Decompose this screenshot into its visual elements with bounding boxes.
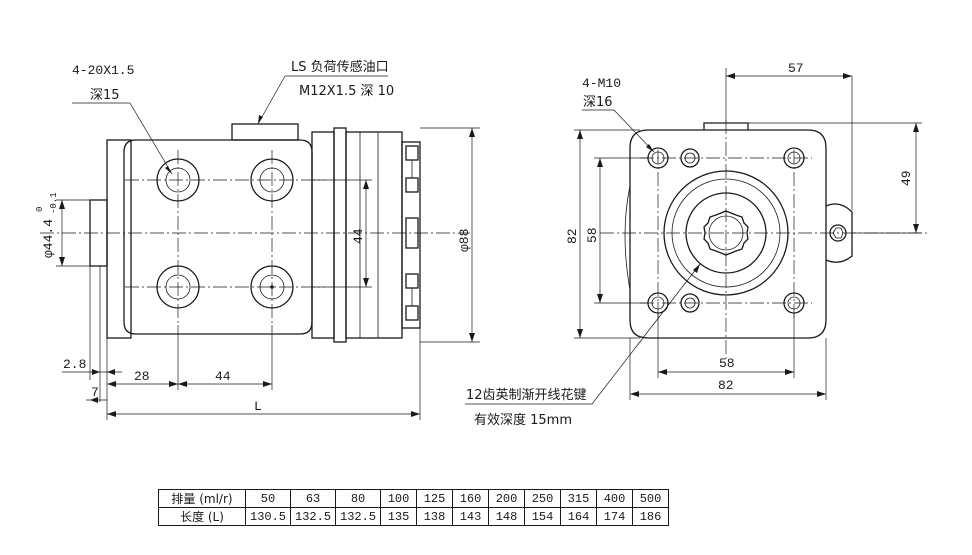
table-cell: 148: [488, 507, 526, 526]
dim-inner-44: 44: [351, 228, 366, 244]
table-row-displacement: 排量 (ml/r) 50 63 80 100 125 160 200 250 3…: [158, 489, 670, 508]
table-cell: 130.5: [244, 507, 292, 526]
table-cell: 186: [632, 507, 670, 526]
table-cell: 50: [244, 489, 292, 508]
dim-dia-44-4: φ44.4: [41, 219, 56, 258]
ls-callout-line1: LS 负荷传感油口: [291, 59, 389, 75]
table-cell: 125: [416, 489, 454, 508]
table-row-length: 长度 (L) 130.5 132.5 132.5 135 138 143 148…: [158, 507, 670, 526]
table-cell: 250: [524, 489, 562, 508]
right-view: 4-M10 深16 57 49 82 58: [465, 61, 930, 428]
dim-L: L: [254, 399, 262, 414]
table-cell: 164: [560, 507, 598, 526]
thread-callout-line1: 4-20X1.5: [72, 63, 134, 78]
table-cell: 138: [416, 507, 454, 526]
table-cell: 143: [452, 507, 490, 526]
left-view: 4-20X1.5 深15 LS 负荷传感油口 M12X1.5 深 10 44 φ…: [35, 59, 480, 420]
table-cell: 100: [380, 489, 418, 508]
dim-58-horizontal: 58: [719, 356, 735, 371]
dim-28: 28: [134, 369, 150, 384]
table-cell: 154: [524, 507, 562, 526]
table-cell: 160: [452, 489, 490, 508]
dim-dia-88: φ88: [457, 229, 472, 252]
row-label-length: 长度 (L): [158, 507, 246, 526]
technical-drawing: 4-20X1.5 深15 LS 负荷传感油口 M12X1.5 深 10 44 φ…: [35, 59, 930, 428]
table-cell: 132.5: [290, 507, 337, 526]
dim-2-8: 2.8: [63, 357, 86, 372]
dim-49: 49: [899, 170, 914, 186]
table-cell: 174: [596, 507, 634, 526]
dim-44: 44: [215, 369, 231, 384]
dim-tolerance-upper: 0: [35, 207, 45, 212]
displacement-length-table: 排量 (ml/r) 50 63 80 100 125 160 200 250 3…: [158, 489, 670, 526]
thread-callout-line2: 深15: [90, 88, 120, 103]
dim-57: 57: [788, 61, 804, 76]
dim-82-horizontal: 82: [718, 378, 734, 393]
spline-callout-line2: 有效深度 15mm: [474, 412, 572, 428]
spline-callout-line1: 12齿英制渐开线花键: [466, 387, 587, 403]
table-cell: 132.5: [335, 507, 382, 526]
dim-tolerance-lower: -0.1: [49, 192, 59, 214]
table-cell: 315: [560, 489, 598, 508]
dim-58-vertical: 58: [585, 227, 600, 243]
table-cell: 80: [335, 489, 382, 508]
table-cell: 135: [380, 507, 418, 526]
table-cell: 500: [632, 489, 670, 508]
table-cell: 200: [488, 489, 526, 508]
dim-7: 7: [91, 385, 99, 400]
table-cell: 400: [596, 489, 634, 508]
right-thread-callout-line2: 深16: [583, 95, 613, 110]
table-cell: 63: [290, 489, 337, 508]
dim-82-vertical: 82: [565, 228, 580, 244]
row-label-displacement: 排量 (ml/r): [158, 489, 246, 508]
right-thread-callout-line1: 4-M10: [582, 76, 621, 91]
ls-callout-line2: M12X1.5 深 10: [299, 84, 394, 99]
